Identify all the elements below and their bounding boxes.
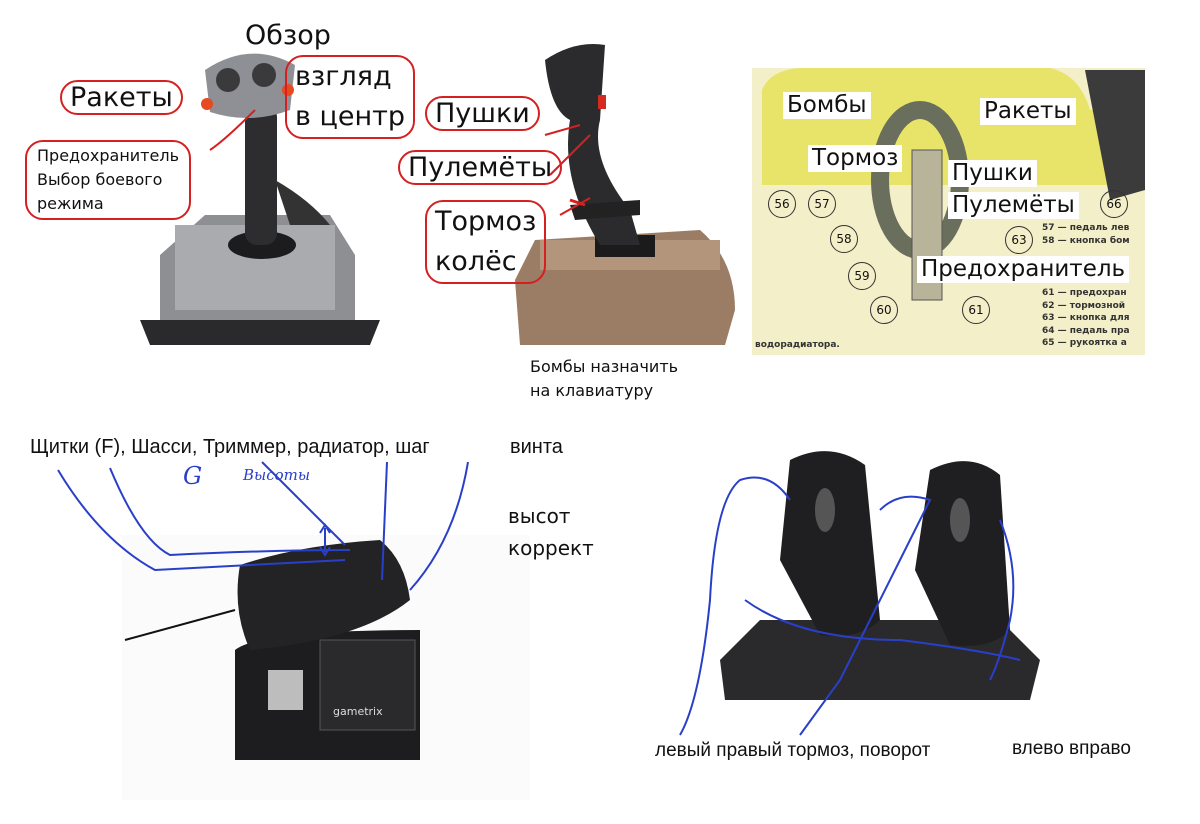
label-safety-line2: Выбор боевого — [37, 170, 163, 189]
label-bombs-line2: на клавиатуру — [530, 381, 654, 400]
label-rockets: Ракеты — [60, 80, 183, 115]
throttle-image — [122, 535, 530, 800]
label-machine-guns: Пулемёты — [398, 150, 563, 185]
legend-item: 65 — рукоятка а — [1042, 338, 1127, 348]
diagram-label-rockets: Ракеты — [980, 98, 1076, 125]
label-safety-line1: Предохранитель — [37, 146, 179, 165]
label-bombs-line1: Бомбы назначить — [530, 357, 679, 376]
callout: 59 — [848, 262, 876, 290]
altitude-line1: высот — [508, 504, 571, 528]
pedals-label-turn: влево вправо — [1012, 738, 1132, 759]
throttle-top-label: Щитки (F), Шасси, Триммер, радиатор, шаг — [30, 436, 430, 458]
diagram-label-machine-guns: Пулемёты — [948, 192, 1079, 219]
label-look-line2: в центр — [295, 101, 406, 132]
throttle-top-label-end: винта — [510, 436, 563, 458]
diagram-caption-fragment: водорадиатора. — [755, 340, 840, 350]
label-safety-line3: режима — [37, 194, 104, 213]
blue-pen-lines — [57, 461, 1021, 736]
legend-item: 62 — тормозной — [1042, 300, 1126, 311]
red-annotation-lines — [209, 109, 591, 216]
pedals-label-brake: левый правый тормоз, поворот — [655, 740, 931, 761]
diagram-legend: 57 — педаль лев 58 — кнопка бом 61 — пре… — [1042, 222, 1145, 350]
legend-item: 63 — кнопка для — [1042, 313, 1130, 323]
label-look-center: взгляд в центр — [285, 55, 416, 139]
label-brake-line2: колёс — [435, 246, 517, 277]
label-look-line1: взгляд — [295, 61, 392, 92]
diagram-label-safety: Предохранитель — [917, 256, 1130, 283]
callout: 63 — [1005, 226, 1033, 254]
legend-item: 58 — кнопка бом — [1042, 235, 1130, 246]
callout: 57 — [808, 190, 836, 218]
callout: 66 — [1100, 190, 1128, 218]
legend-item: 61 — предохран — [1042, 288, 1127, 298]
joystick-1-image — [140, 53, 380, 345]
handwritten-g: G — [183, 462, 203, 490]
rudder-pedals-image — [720, 451, 1040, 700]
label-wheel-brake: Тормоз колёс — [425, 200, 547, 284]
diagram-label-bombs: Бомбы — [783, 92, 871, 119]
callout: 56 — [768, 190, 796, 218]
legend-item: 57 — педаль лев — [1042, 223, 1130, 233]
altitude-correction-label: высот коррект — [508, 500, 594, 564]
altitude-line2: коррект — [508, 536, 594, 560]
label-bombs-keyboard: Бомбы назначить на клавиатуру — [530, 355, 678, 403]
label-brake-line1: Тормоз — [435, 206, 537, 237]
diagram-label-brake: Тормоз — [808, 145, 903, 172]
joystick-2-image — [515, 44, 735, 345]
label-review: Обзор — [245, 20, 331, 51]
handwritten-altitude: Высоты — [243, 466, 311, 484]
legend-item: 64 — педаль пра — [1042, 325, 1130, 336]
label-safety: Предохранитель Выбор боевого режима — [25, 140, 191, 220]
callout: 58 — [830, 225, 858, 253]
callout: 60 — [870, 296, 898, 324]
diagram-label-cannons: Пушки — [948, 160, 1037, 187]
label-cannons: Пушки — [425, 96, 540, 131]
callout: 61 — [962, 296, 990, 324]
throttle-brand: gametrix — [333, 705, 383, 718]
